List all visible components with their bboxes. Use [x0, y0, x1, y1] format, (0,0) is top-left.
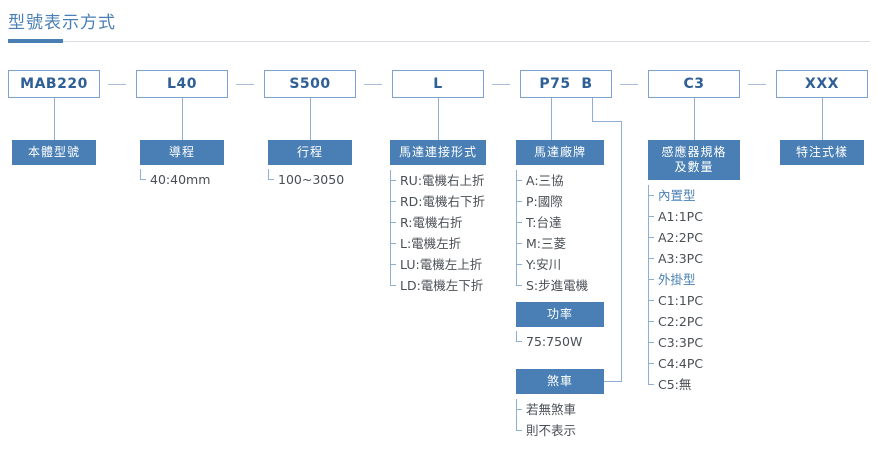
label-motor-brand: 馬達廠牌 [516, 140, 604, 165]
label-stroke: 行程 [268, 140, 352, 165]
list-item: 100~3050 [268, 169, 344, 190]
route-brake-down-2 [621, 121, 622, 381]
stem-body-model [54, 98, 55, 140]
list-item: A2:2PC [648, 227, 703, 248]
spine-motor-mount [390, 170, 391, 286]
label-lead: 導程 [140, 140, 224, 165]
label-special-spec: 特注式樣 [780, 140, 864, 165]
itemlist-lead: 40:40mm [140, 169, 210, 190]
code-text-body-model: MAB220 [20, 76, 88, 92]
dash-3 [364, 84, 382, 85]
list-item: C4:4PC [648, 353, 703, 374]
code-box-motor-brand[interactable]: P75 B [520, 70, 612, 98]
code-text-lead: L40 [167, 76, 197, 92]
route-brake-across [592, 121, 622, 122]
code-box-special-spec[interactable]: XXX [776, 70, 868, 98]
list-item: M:三菱 [516, 233, 588, 254]
list-item-group: 外掛型 [648, 269, 703, 290]
spine-motor-brand [516, 170, 517, 286]
list-item: LD:電機左下折 [390, 275, 485, 296]
stem-motor-brand [551, 98, 552, 140]
list-item: C2:2PC [648, 311, 703, 332]
label-text-sensor-line1: 感應器規格 [661, 145, 727, 159]
route-brake-down-1 [592, 98, 593, 121]
dash-6 [748, 84, 766, 85]
code-text-special-spec: XXX [805, 76, 839, 92]
label-text-stroke: 行程 [296, 145, 323, 159]
dash-4 [492, 84, 510, 85]
label-text-special-spec: 特注式樣 [795, 145, 848, 159]
stem-motor-mount [438, 98, 439, 140]
code-box-sensor[interactable]: C3 [648, 70, 740, 98]
itemlist-motor-brand: A:三協 P:國際 T:台達 M:三菱 Y:安川 S:步進電機 [516, 170, 588, 296]
title-divider [8, 41, 870, 42]
list-item: P:國際 [516, 191, 588, 212]
code-box-lead[interactable]: L40 [136, 70, 228, 98]
label-text-body-model: 本體型號 [27, 145, 80, 159]
code-box-body-model[interactable]: MAB220 [8, 70, 100, 98]
stem-sensor [694, 98, 695, 140]
dash-2 [236, 84, 254, 85]
route-brake-into-head [604, 381, 622, 382]
spine-stroke [268, 169, 269, 180]
label-sensor: 感應器規格 及數量 [648, 140, 740, 180]
label-brake: 煞車 [516, 369, 604, 394]
itemlist-brake: 若無煞車 則不表示 [516, 399, 576, 441]
spine-sensor [648, 185, 649, 385]
dash-5 [620, 84, 638, 85]
code-text-motor-brand: P75 B [539, 76, 593, 92]
list-item: 若無煞車 [516, 399, 576, 420]
list-item: A:三協 [516, 170, 588, 191]
list-item: RU:電機右上折 [390, 170, 485, 191]
label-motor-mount: 馬達連接形式 [390, 140, 486, 165]
itemlist-power: 75:750W [516, 331, 582, 352]
list-item: RD:電機右下折 [390, 191, 485, 212]
list-item: C1:1PC [648, 290, 703, 311]
itemlist-stroke: 100~3050 [268, 169, 344, 190]
list-item: 40:40mm [140, 169, 210, 190]
label-power: 功率 [516, 302, 604, 327]
dash-1 [108, 84, 126, 85]
stem-stroke [310, 98, 311, 140]
label-text-lead: 導程 [168, 145, 195, 159]
code-text-motor-mount: L [433, 76, 443, 92]
label-body-model: 本體型號 [12, 140, 96, 165]
list-item-group: 內置型 [648, 185, 703, 206]
spine-brake [516, 399, 517, 431]
list-item: C3:3PC [648, 332, 703, 353]
spine-power [516, 331, 517, 342]
code-text-sensor: C3 [683, 76, 705, 92]
code-box-motor-mount[interactable]: L [392, 70, 484, 98]
label-text-sensor-line2: 及數量 [674, 160, 714, 174]
itemlist-motor-mount: RU:電機右上折 RD:電機右下折 R:電機右折 L:電機左折 LU:電機左上折… [390, 170, 485, 296]
code-text-stroke: S500 [289, 76, 331, 92]
list-item: 75:750W [516, 331, 582, 352]
list-item: L:電機左折 [390, 233, 485, 254]
stem-lead [182, 98, 183, 140]
label-text-motor-mount: 馬達連接形式 [398, 145, 477, 159]
list-item: T:台達 [516, 212, 588, 233]
itemlist-sensor: 內置型 A1:1PC A2:2PC A3:3PC 外掛型 C1:1PC C2:2… [648, 185, 703, 395]
list-item: R:電機右折 [390, 212, 485, 233]
label-text-motor-brand: 馬達廠牌 [533, 145, 586, 159]
list-item: S:步進電機 [516, 275, 588, 296]
label-text-brake: 煞車 [546, 374, 573, 388]
list-item: C5:無 [648, 374, 703, 395]
code-box-stroke[interactable]: S500 [264, 70, 356, 98]
label-text-power: 功率 [546, 307, 573, 321]
list-item: 則不表示 [516, 420, 576, 441]
title-divider-accent [8, 39, 63, 43]
stem-special-spec [822, 98, 823, 140]
list-item: A1:1PC [648, 206, 703, 227]
list-item: LU:電機左上折 [390, 254, 485, 275]
page-title: 型號表示方式 [8, 13, 116, 33]
list-item: Y:安川 [516, 254, 588, 275]
list-item: A3:3PC [648, 248, 703, 269]
spine-lead [140, 169, 141, 180]
